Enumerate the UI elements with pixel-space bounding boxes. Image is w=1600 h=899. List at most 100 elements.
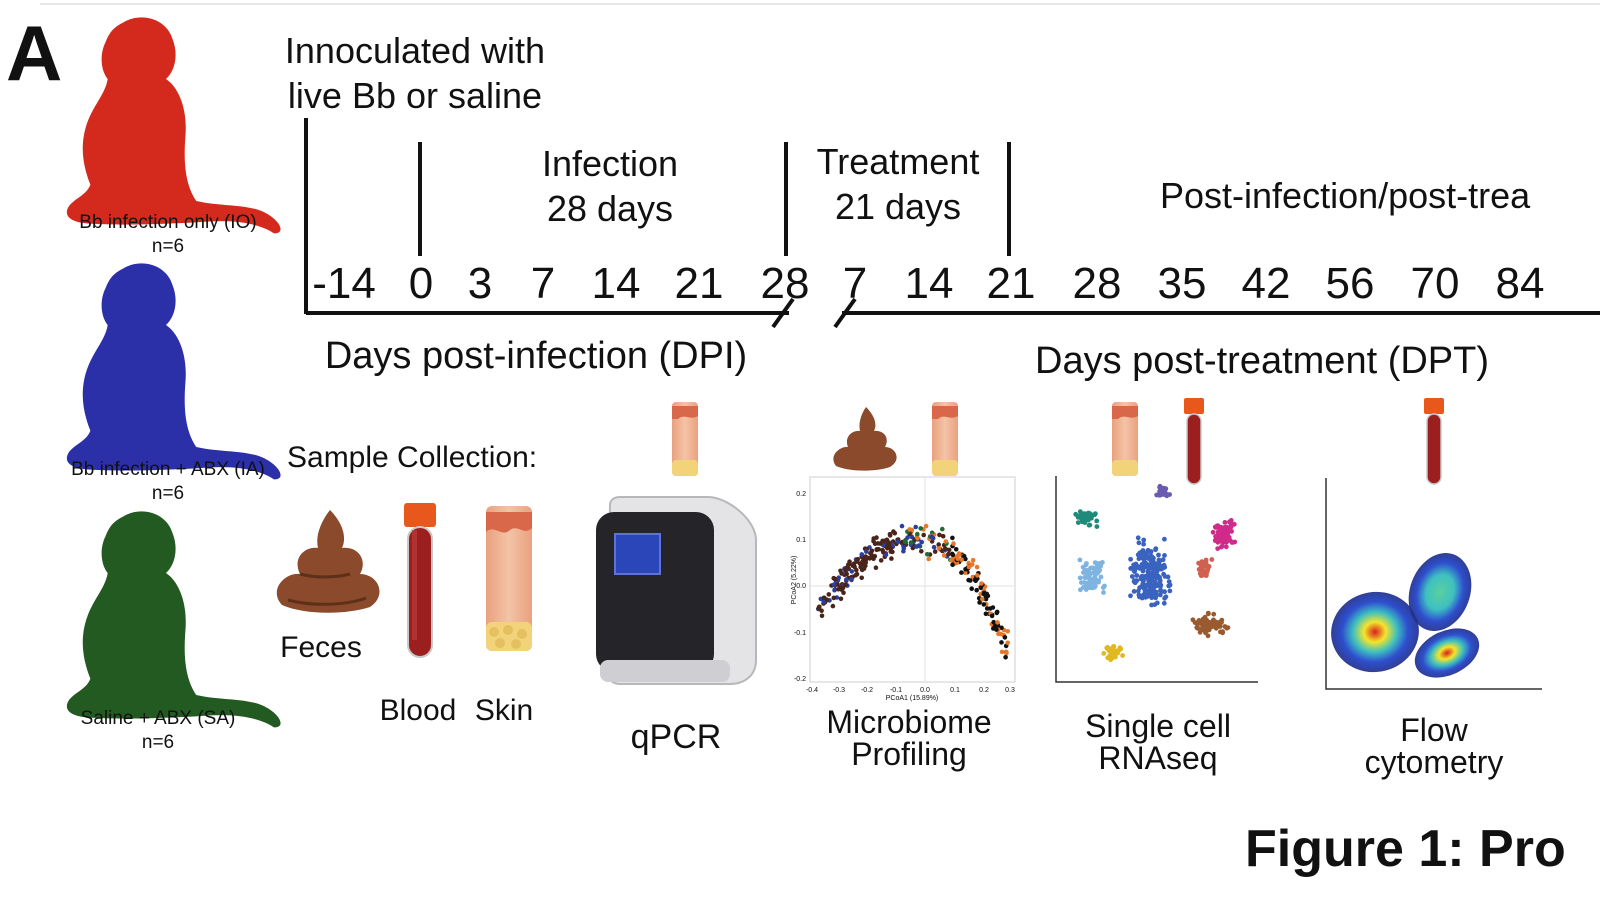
umap-point (1101, 651, 1107, 656)
pcoa-yticks: 0.2 0.1 0.0 -0.1 -0.2 (794, 491, 806, 683)
umap-point (1101, 590, 1106, 595)
umap-point (1131, 562, 1136, 568)
pcoa-point (963, 556, 968, 562)
pcoa-point (830, 603, 836, 609)
umap-point (1079, 580, 1084, 585)
umap-point (1202, 621, 1207, 627)
umap-point (1220, 538, 1226, 544)
pcoa-point (919, 549, 924, 554)
pcoa-point (994, 610, 1000, 616)
umap-point (1128, 566, 1134, 571)
monkey-icon-ia (66, 263, 281, 480)
umap-point (1109, 651, 1114, 657)
umap-point (1156, 557, 1162, 563)
umap-point (1145, 547, 1151, 553)
umap-point (1141, 576, 1147, 581)
pcoa-point (959, 557, 964, 562)
pcoa-point (864, 549, 869, 554)
pcoa-point (838, 568, 843, 574)
dpi-tick: 7 (531, 259, 555, 308)
pcoa-point (861, 566, 867, 571)
umap-point (1090, 565, 1096, 571)
pcoa-point (999, 640, 1004, 645)
umap-point (1195, 620, 1201, 625)
pcoa-point (974, 564, 980, 570)
umap-point (1113, 654, 1118, 660)
umap-point (1080, 516, 1086, 522)
pcoa-point (874, 535, 879, 540)
group-sa: Saline + ABX (SA) n=6 (66, 511, 281, 753)
pcoa-point (950, 562, 955, 568)
pcoa-point (959, 570, 964, 575)
umap-point (1150, 570, 1155, 576)
umap-point (1142, 587, 1148, 593)
umap-point (1222, 520, 1228, 525)
umap-point (1229, 540, 1235, 545)
dpi-tick: 21 (675, 259, 724, 308)
umap-point (1106, 648, 1112, 653)
umap-point (1142, 563, 1147, 569)
infection-label-line1: Infection (542, 143, 678, 184)
pcoa-point (831, 582, 837, 587)
umap-point (1219, 617, 1225, 623)
umap-point (1153, 565, 1159, 571)
umap-point (1087, 522, 1093, 528)
umap-point (1228, 525, 1233, 531)
dpi-tick: 0 (409, 259, 433, 308)
umap-point (1075, 520, 1081, 525)
umap-point (1077, 575, 1083, 581)
pcoa-point (821, 599, 826, 605)
umap-point (1089, 583, 1095, 589)
blood-tube-icon (404, 503, 436, 658)
umap-point (1143, 591, 1148, 597)
umap-point (1166, 583, 1172, 589)
pcoa-point (1005, 629, 1010, 634)
pcoa-point (951, 541, 956, 546)
umap-point (1157, 592, 1163, 598)
flow-population (1414, 628, 1480, 678)
pcoa-point (876, 547, 881, 552)
pcoa-point (863, 557, 869, 562)
pcoa-point (970, 557, 976, 563)
microbiome-label-line2: Profiling (851, 736, 967, 772)
pcoa-point (881, 538, 886, 544)
umap-point (1158, 492, 1164, 497)
pcoa-point (908, 540, 914, 545)
group-ia-n: n=6 (152, 483, 184, 504)
umap-point (1159, 566, 1165, 572)
umap-point (1092, 512, 1098, 518)
umap-points (1073, 483, 1238, 663)
umap-point (1156, 552, 1161, 558)
umap-point (1141, 537, 1147, 543)
pcoa-point (880, 547, 885, 553)
pcoa-point (889, 556, 894, 561)
umap-point (1211, 611, 1217, 617)
qpcr-label: qPCR (631, 718, 722, 756)
umap-point (1145, 575, 1151, 580)
pcoa-point (907, 527, 912, 532)
microbiome-label-line1: Microbiome (826, 704, 991, 740)
pcoa-point (832, 576, 838, 582)
timeline-axis (304, 118, 1600, 329)
pcoa-point (859, 552, 865, 557)
flow-plot (1325, 478, 1542, 690)
qpcr-skin-tube-icon (672, 402, 698, 476)
dpi-tick: 28 (761, 259, 810, 308)
dpi-tick: 3 (468, 259, 492, 308)
pcoa-point (979, 581, 984, 586)
pcoa-point (942, 546, 948, 551)
pcoa-point (883, 552, 889, 558)
umap-point (1225, 529, 1231, 535)
umap-point (1206, 611, 1211, 617)
group-io: Bb infection only (IO) n=6 (66, 17, 281, 257)
umap-point (1095, 561, 1101, 566)
pcoa-point (819, 608, 824, 613)
flow-population (1408, 553, 1472, 631)
pcoa-point (849, 569, 855, 574)
dpi-tick: 14 (592, 259, 641, 308)
umap-point (1088, 578, 1094, 584)
group-ia-label: Bb infection + ABX (IA) (71, 459, 265, 480)
dpt-tick: 42 (1242, 259, 1291, 308)
umap-point (1206, 620, 1212, 626)
umap-point (1094, 524, 1100, 529)
